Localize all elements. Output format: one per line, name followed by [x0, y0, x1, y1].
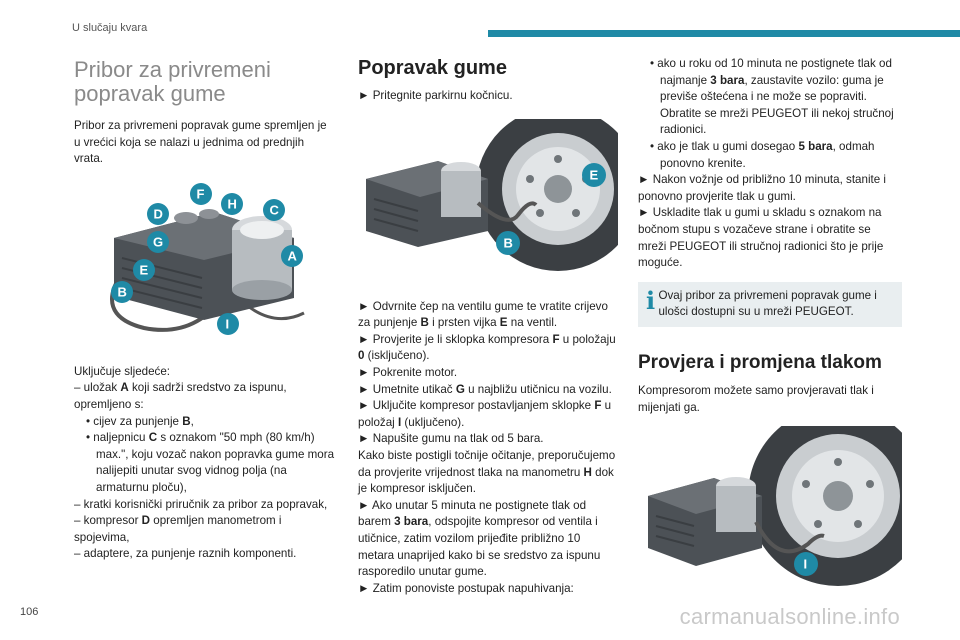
svg-text:A: A [288, 248, 298, 263]
step-start-engine: ► Pokrenite motor. [358, 365, 458, 379]
section-title-repair-kit: Pribor za privremeni popravak gume [74, 57, 271, 106]
step-recheck-pressure: ► Nakon vožnje od približno 10 minuta, s… [638, 173, 886, 203]
item-cartridge: – uložak A koji sadrži sredstvo za ispun… [74, 381, 287, 411]
svg-text:I: I [804, 557, 808, 572]
svg-text:H: H [228, 196, 237, 211]
info-icon: i [646, 285, 656, 315]
step-repeat-inflation: ► Zatim ponoviste postupak napuhivanja: [358, 581, 574, 595]
note-pressure-reading: Kako biste postigli točnije očitanje, pr… [358, 448, 616, 496]
header-accent-bar [488, 30, 960, 37]
step-parking-brake: ► Pritegnite parkirnu kočnicu. [358, 89, 513, 102]
column-3: • ako u roku od 10 minuta ne postignete … [638, 56, 902, 606]
callout-I: I [217, 312, 239, 335]
sub-item-sticker: • naljepnicu C s oznakom "50 mph (80 km/… [86, 431, 335, 494]
svg-text:F: F [197, 186, 205, 201]
callout-D: D [147, 202, 169, 225]
callout-B: B [111, 280, 133, 303]
svg-text:D: D [154, 206, 163, 221]
step-plug-in: ► Umetnite utikač G u najbližu utičnicu … [358, 382, 612, 396]
info-text: Ovaj pribor za privremeni popravak gume … [658, 288, 877, 319]
item-user-guide: – kratki korisnički priručnik za pribor … [74, 497, 328, 511]
item-adapters: – adaptere, za punjenje raznih komponent… [74, 547, 297, 561]
svg-text:B: B [118, 284, 127, 299]
callout-E: E [582, 162, 606, 187]
callout-C: C [263, 198, 285, 221]
callout-H: H [221, 192, 243, 215]
callout-A: A [281, 244, 303, 267]
info-box: i Ovaj pribor za privremeni popravak gum… [638, 281, 902, 327]
watermark: carmanualsonline.info [679, 604, 900, 629]
section-title-pressure: Provjera i promjena tlakom [638, 351, 882, 373]
includes-heading: Uključuje sljedeće: [74, 364, 171, 378]
callout-B: B [496, 230, 520, 255]
step-adjust-pressure: ► Uskladite tlak u gumi u skladu s oznak… [638, 206, 884, 270]
sub-item-hose: • cijev za punjenje B, [86, 414, 194, 428]
svg-text:C: C [270, 202, 280, 217]
column-1: Pribor za privremeni popravak gume Pribo… [74, 56, 336, 563]
callout-E: E [133, 258, 155, 281]
svg-text:I: I [226, 316, 230, 331]
step-check-switch: ► Provjerite je li sklopka kompresora F … [358, 332, 616, 363]
pressure-intro: Kompresorom možete samo provjeravati tla… [638, 383, 874, 414]
step-valve-cap: ► Odvrnite čep na ventilu gume te vratit… [358, 299, 608, 330]
callout-G: G [147, 230, 169, 253]
step-if-not-reached: ► Ako unutar 5 minuta ne postignete tlak… [358, 498, 601, 579]
step-inflate: ► Napušite gumu na tlak od 5 bara. [358, 432, 544, 446]
pressure-check-figure: I [638, 426, 902, 597]
page-number: 106 [20, 606, 39, 618]
section-title-tyre-repair: Popravak gume [358, 57, 507, 79]
bullet-not-reached-10min: • ako u roku od 10 minuta ne postignete … [650, 57, 894, 137]
callout-F: F [190, 182, 212, 205]
svg-text:G: G [153, 234, 163, 249]
repair-kit-figure: F H C D G A E B I [74, 177, 336, 354]
tyre-repair-figure: E B [358, 118, 618, 287]
item-compressor: – kompresor D opremljen manometrom i spo… [74, 514, 282, 544]
svg-text:E: E [590, 167, 599, 182]
step-switch-on: ► Uključite kompresor postavljanjem sklo… [358, 399, 612, 429]
svg-text:E: E [140, 262, 149, 277]
svg-text:B: B [504, 235, 513, 250]
intro-paragraph: Pribor za privremeni popravak gume sprem… [74, 119, 327, 166]
bullet-reached-5bar: • ako je tlak u gumi dosegao 5 bara, odm… [650, 139, 875, 170]
running-header: U slučaju kvara [72, 22, 148, 34]
column-2: Popravak gume ► Pritegnite parkirnu kočn… [358, 56, 618, 597]
callout-I: I [794, 552, 818, 577]
